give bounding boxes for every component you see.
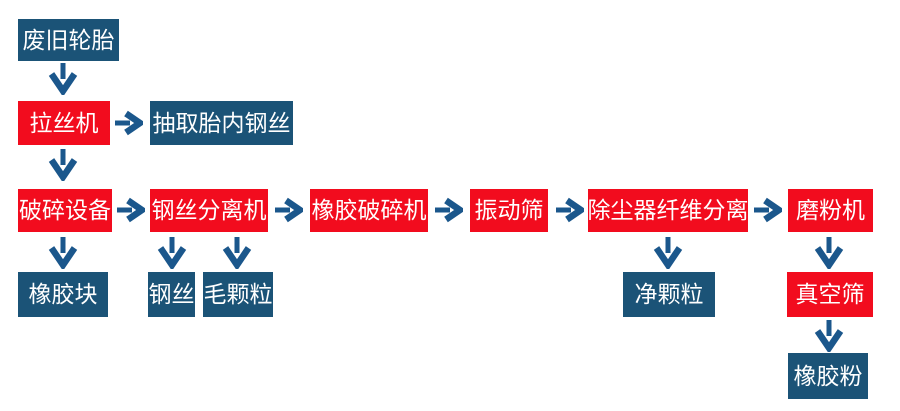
node-label: 毛颗粒 <box>203 281 273 307</box>
node-clean-granules: 净颗粒 <box>623 272 715 317</box>
node-label: 钢丝分离机 <box>151 197 267 223</box>
down-arrow-icon <box>157 237 187 271</box>
right-arrow-icon <box>117 197 148 223</box>
node-wire-drawing-machine: 拉丝机 <box>18 101 110 145</box>
node-rubber-crusher: 橡胶破碎机 <box>310 189 428 232</box>
down-arrow-icon <box>653 237 683 271</box>
node-label: 振动筛 <box>474 197 544 223</box>
node-label: 拉丝机 <box>29 109 99 136</box>
node-label: 磨粉机 <box>796 197 865 223</box>
down-arrow-icon <box>222 237 252 271</box>
node-label: 钢丝 <box>148 281 195 307</box>
node-label: 除尘器纤维分离 <box>587 197 749 223</box>
node-label: 真空筛 <box>795 281 865 307</box>
down-arrow-icon <box>48 237 78 271</box>
node-label: 净颗粒 <box>634 281 704 307</box>
down-arrow-icon <box>814 237 844 271</box>
right-arrow-icon <box>556 197 587 223</box>
node-rubber-powder: 橡胶粉 <box>788 353 868 399</box>
node-extract-tire-steel-wire: 抽取胎内钢丝 <box>150 101 293 145</box>
node-grinding-machine: 磨粉机 <box>788 189 873 232</box>
node-label: 破碎设备 <box>19 197 111 223</box>
node-label: 抽取胎内钢丝 <box>152 109 291 136</box>
down-arrow-icon <box>48 149 78 183</box>
node-label: 橡胶粉 <box>793 362 863 389</box>
down-arrow-icon <box>48 63 78 97</box>
node-label: 废旧轮胎 <box>22 26 115 53</box>
node-label: 橡胶块 <box>28 281 98 307</box>
node-rubber-block: 橡胶块 <box>18 272 108 317</box>
node-vacuum-screen: 真空筛 <box>787 272 873 317</box>
node-rough-granules: 毛颗粒 <box>203 272 273 317</box>
node-steel-wire-separator: 钢丝分离机 <box>150 189 268 232</box>
right-arrow-icon <box>115 110 146 136</box>
right-arrow-icon <box>754 197 785 223</box>
right-arrow-icon <box>275 197 306 223</box>
down-arrow-icon <box>814 320 844 354</box>
node-crushing-equipment: 破碎设备 <box>18 189 112 232</box>
node-label: 橡胶破碎机 <box>311 197 427 223</box>
node-waste-tire: 废旧轮胎 <box>18 19 119 61</box>
node-steel-wire: 钢丝 <box>148 272 195 317</box>
right-arrow-icon <box>435 197 466 223</box>
node-dust-collector-fiber-separation: 除尘器纤维分离 <box>587 189 749 232</box>
node-vibrating-screen: 振动筛 <box>470 189 548 232</box>
